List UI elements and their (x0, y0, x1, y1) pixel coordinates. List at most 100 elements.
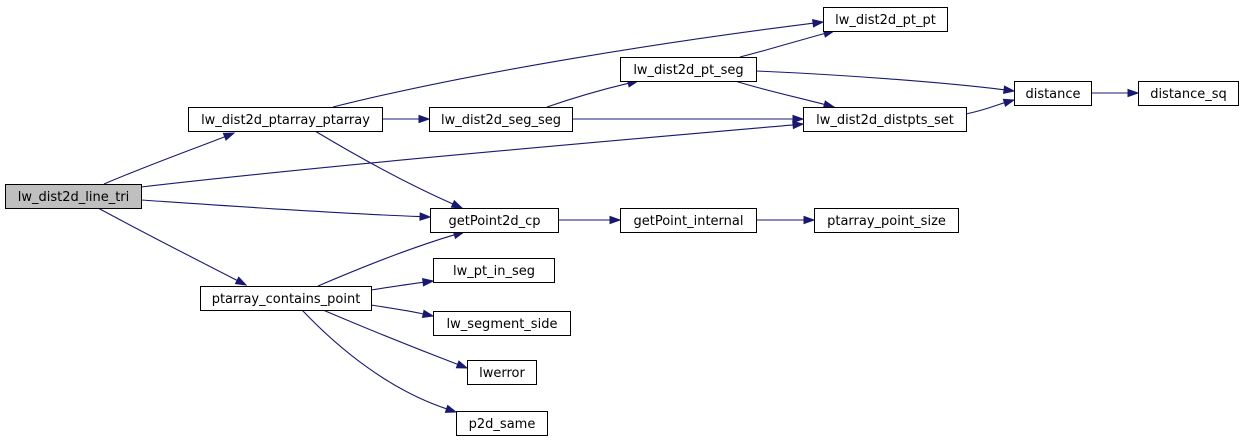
edge-arrowhead (609, 215, 622, 225)
edge-arrowhead (812, 19, 825, 28)
node-label: distance (1025, 87, 1080, 102)
edge-lw_dist2d_ptarray_ptarray-to-getPoint2d_cp (314, 130, 464, 209)
edge-arrowhead (1127, 88, 1140, 98)
edge-lw_dist2d_line_tri-to-ptarray_contains_point (97, 207, 248, 286)
node-box[interactable] (1138, 81, 1239, 106)
node-distance-sq[interactable]: distance_sq (1138, 81, 1239, 106)
node-getPoint2d-cp[interactable]: getPoint2d_cp (430, 208, 559, 233)
edge-lw_dist2d_pt_seg-to-distance (755, 70, 1016, 94)
edge-lw_dist2d_line_tri-to-lw_dist2d_ptarray_ptarray (103, 132, 236, 185)
edge-line (317, 234, 455, 287)
node-box[interactable] (200, 286, 372, 311)
call-graph-nodes: lw_dist2d_line_tri lw_dist2d_ptarray_ptar… (5, 7, 1239, 436)
node-lw-segment-side[interactable]: lw_segment_side (433, 311, 571, 336)
edge-lw_dist2d_seg_seg-to-lw_dist2d_pt_seg (546, 79, 640, 108)
node-box[interactable] (620, 208, 757, 233)
node-box[interactable] (1014, 81, 1092, 106)
node-lwerror[interactable]: lwerror (467, 360, 537, 385)
edge-lw_dist2d_pt_seg-to-lw_dist2d_pt_pt (739, 29, 836, 58)
edge-line (314, 130, 454, 205)
edge-lw_dist2d_seg_seg-to-lw_dist2d_distpts_set (572, 114, 805, 124)
edge-line (322, 309, 458, 365)
node-label: lw_dist2d_distpts_set (816, 113, 954, 128)
edge-arrowhead (455, 360, 469, 369)
node-box[interactable] (429, 107, 573, 132)
node-label: lw_dist2d_seg_seg (441, 113, 561, 128)
node-lw-dist2d-line-tri: lw_dist2d_line_tri (5, 184, 142, 209)
node-label: ptarray_contains_point (212, 292, 361, 307)
edge-arrowhead (792, 114, 805, 124)
node-box[interactable] (433, 258, 555, 283)
node-distance[interactable]: distance (1014, 81, 1092, 106)
node-p2d-same[interactable]: p2d_same (456, 411, 548, 436)
node-box[interactable] (814, 208, 959, 233)
edge-ptarray_contains_point-to-lwerror (322, 309, 469, 369)
node-label: p2d_same (469, 417, 536, 432)
node-box[interactable] (433, 311, 571, 336)
edge-line (97, 207, 238, 281)
edge-ptarray_contains_point-to-lw_pt_in_seg (370, 278, 435, 291)
node-label: distance_sq (1150, 87, 1227, 102)
edge-line (739, 33, 825, 58)
edge-line (140, 124, 794, 188)
node-lw-dist2d-pt-seg[interactable]: lw_dist2d_pt_seg (620, 57, 757, 82)
node-lw-pt-in-seg[interactable]: lw_pt_in_seg (433, 258, 555, 283)
edge-lw_dist2d_pt_seg-to-lw_dist2d_distpts_set (734, 80, 836, 109)
edge-line (965, 102, 1005, 115)
edge-getPoint_internal-to-ptarray_point_size (756, 215, 816, 225)
edge-line (546, 82, 629, 108)
edge-arrowhead (422, 278, 435, 287)
edge-line (103, 136, 225, 185)
edge-arrowhead (822, 100, 836, 109)
node-label: lw_segment_side (447, 317, 558, 332)
edge-lw_dist2d_line_tri-to-getPoint2d_cp (140, 199, 432, 221)
edge-line (332, 22, 814, 108)
edge-lw_dist2d_line_tri-to-lw_dist2d_distpts_set (140, 120, 805, 188)
edge-ptarray_contains_point-to-lw_segment_side (370, 304, 435, 318)
edge-line (755, 70, 1005, 91)
edge-line (370, 281, 424, 291)
node-label: lw_dist2d_pt_seg (633, 63, 743, 78)
node-box[interactable] (430, 208, 559, 233)
edge-arrowhead (803, 215, 816, 225)
node-label: lw_dist2d_line_tri (18, 190, 130, 205)
node-getPoint-internal[interactable]: getPoint_internal (620, 208, 757, 233)
node-ptarray-contains-point[interactable]: ptarray_contains_point (200, 286, 372, 311)
node-lw-dist2d-distpts-set[interactable]: lw_dist2d_distpts_set (803, 107, 967, 132)
edge-lw_dist2d_ptarray_ptarray-to-lw_dist2d_pt_pt (332, 19, 825, 108)
node-label: lw_dist2d_ptarray_ptarray (201, 113, 370, 128)
node-label: getPoint_internal (633, 214, 743, 229)
node-box[interactable] (467, 360, 537, 385)
node-box[interactable] (823, 7, 948, 32)
call-graph-edges (97, 19, 1140, 413)
edge-line (140, 199, 421, 218)
node-box[interactable] (188, 107, 383, 132)
edge-lw_dist2d_distpts_set-to-distance (965, 98, 1016, 115)
node-lw-dist2d-ptarray-ptarray[interactable]: lw_dist2d_ptarray_ptarray (188, 107, 383, 132)
node-box[interactable] (456, 411, 548, 436)
edge-arrowhead (419, 212, 432, 221)
node-lw-dist2d-seg-seg[interactable]: lw_dist2d_seg_seg (429, 107, 573, 132)
edge-ptarray_contains_point-to-p2d_same (301, 309, 458, 413)
node-box (5, 184, 142, 209)
node-label: lw_pt_in_seg (453, 264, 535, 279)
edge-arrowhead (444, 404, 458, 413)
edge-distance-to-distance_sq (1091, 88, 1140, 98)
edge-arrowhead (418, 114, 431, 124)
node-box[interactable] (620, 57, 757, 82)
edge-arrowhead (1003, 85, 1016, 94)
node-label: ptarray_point_size (827, 214, 946, 229)
edge-arrowhead (450, 199, 464, 209)
edge-line (370, 304, 424, 315)
node-ptarray-point-size[interactable]: ptarray_point_size (814, 208, 959, 233)
edge-lw_dist2d_ptarray_ptarray-to-lw_dist2d_seg_seg (381, 114, 431, 124)
node-label: lw_dist2d_pt_pt (835, 13, 936, 28)
node-lw-dist2d-pt-pt[interactable]: lw_dist2d_pt_pt (823, 7, 948, 32)
edge-arrowhead (792, 120, 805, 130)
node-box[interactable] (803, 107, 967, 132)
edge-line (301, 309, 447, 410)
edge-line (734, 80, 825, 105)
node-label: getPoint2d_cp (448, 214, 540, 229)
node-label: lwerror (479, 366, 525, 381)
